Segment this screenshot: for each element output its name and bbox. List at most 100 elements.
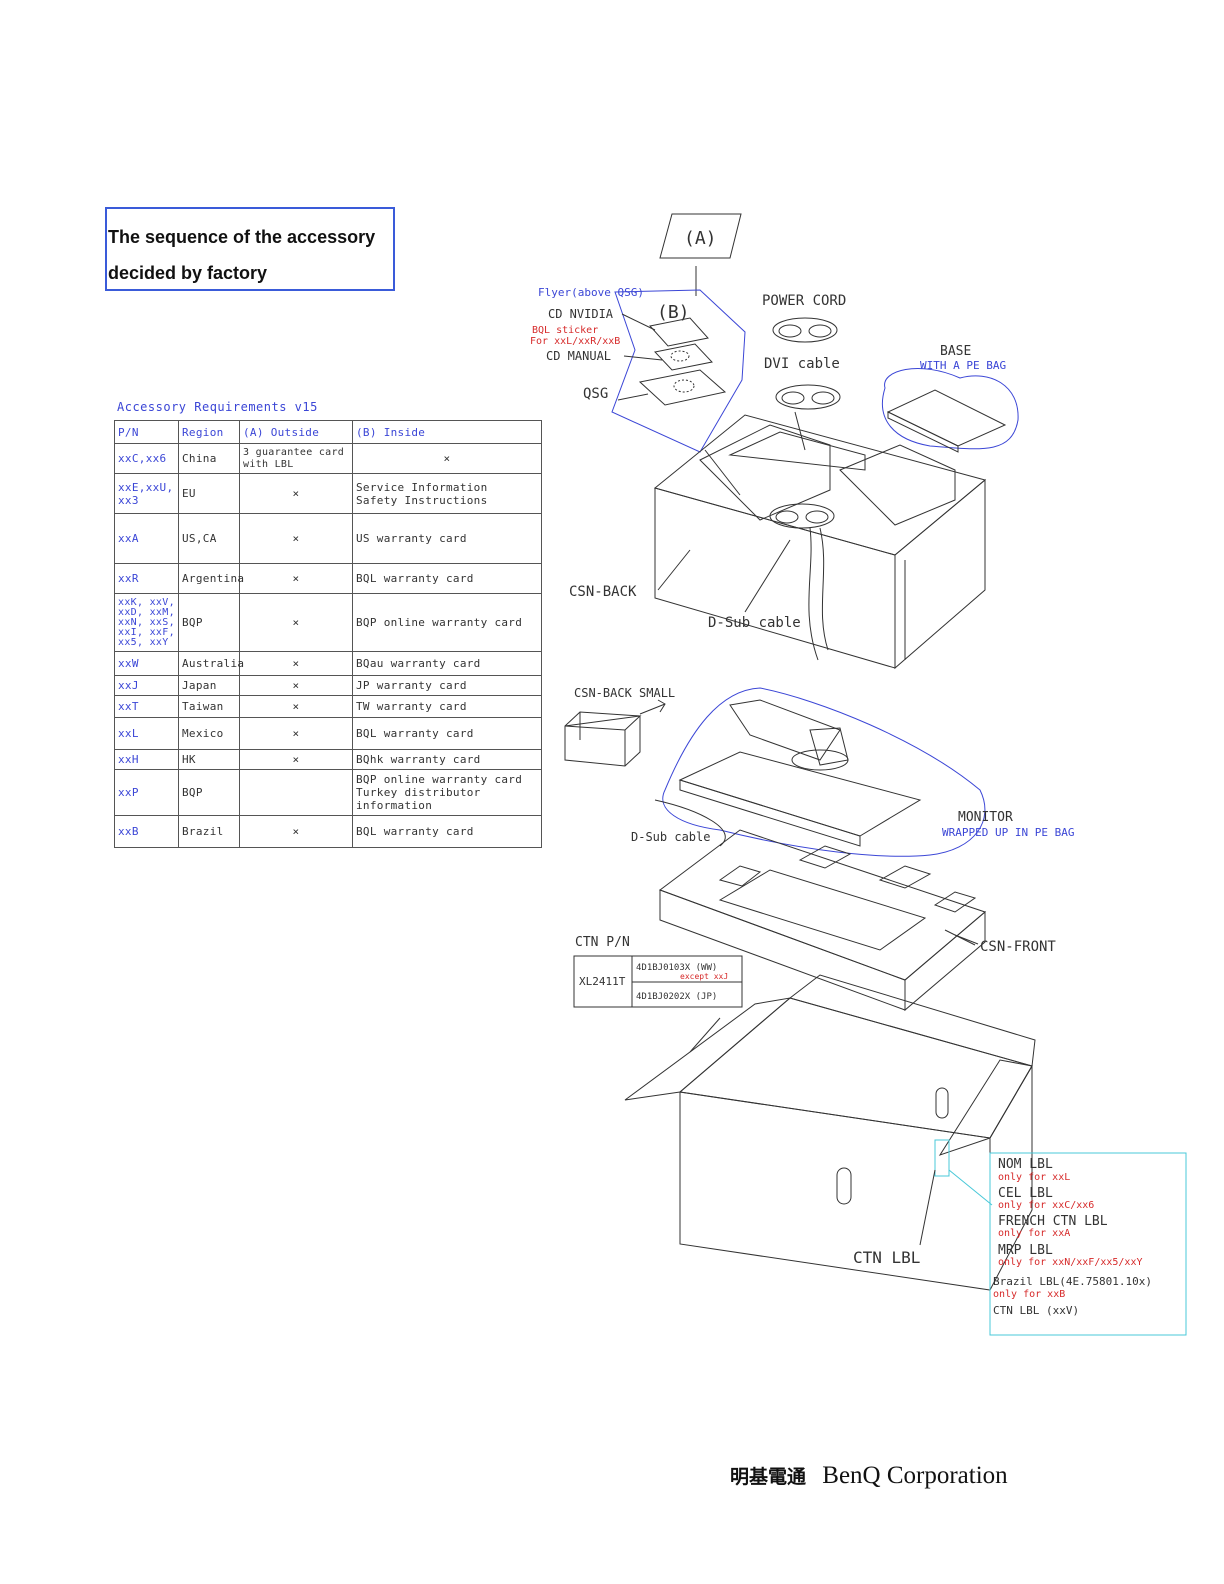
note-line-1: The sequence of the accessory bbox=[108, 227, 376, 247]
label-dsub-cable-2: D-Sub cable bbox=[631, 830, 710, 844]
cell-region: Argentina bbox=[178, 563, 244, 594]
label-qsg: QSG bbox=[583, 386, 608, 402]
label-bql-sticker-for: For xxL/xxR/xxB bbox=[530, 336, 620, 347]
base-pe-bag bbox=[881, 368, 1019, 450]
factory-note: The sequence of the accessory decided by… bbox=[105, 207, 395, 291]
carton-flap-left bbox=[624, 997, 792, 1101]
monitor-pe-bag bbox=[662, 687, 986, 857]
cell-pn: xxA bbox=[114, 513, 179, 564]
cell-inside: BQL warranty card bbox=[352, 815, 542, 848]
label-list-box bbox=[989, 1152, 1187, 1336]
cell-inside: BQP online warranty card bbox=[352, 593, 542, 652]
label-pn-except: except xxJ bbox=[680, 972, 728, 981]
monitor-stand-head bbox=[809, 727, 849, 766]
requirements-table: P/N Region (A) Outside (B) Inside xxC,xx… bbox=[114, 420, 542, 848]
col-header-inside: (B) Inside bbox=[352, 420, 542, 444]
note-line-2: decided by factory bbox=[108, 263, 268, 283]
col-header-pn: P/N bbox=[114, 420, 179, 444]
label-mrp-note: only for xxN/xxF/xx5/xxY bbox=[998, 1257, 1143, 1268]
label-mrp-lbl: MRP LBL bbox=[998, 1243, 1053, 1258]
monitor-stand bbox=[729, 699, 841, 761]
cell-inside: BQL warranty card bbox=[352, 563, 542, 594]
label-pn-ww: 4D1BJ0103X (WW) bbox=[636, 963, 717, 973]
cd-manual-item bbox=[654, 343, 713, 371]
table-row: xxK, xxV, xxD, xxM, xxN, xxS, xxI, xxF, … bbox=[114, 593, 542, 652]
cell-inside: BQhk warranty card bbox=[352, 749, 542, 770]
qsg-item bbox=[638, 369, 727, 406]
label-french-lbl: FRENCH CTN LBL bbox=[998, 1214, 1108, 1229]
cd-disc-2 bbox=[673, 379, 695, 393]
cell-region: BQP bbox=[178, 769, 240, 816]
label-cel-note: only for xxC/xx6 bbox=[998, 1200, 1094, 1211]
label-flyer: Flyer(above QSG) bbox=[538, 286, 644, 299]
cell-outside: × bbox=[239, 717, 353, 750]
carton-front bbox=[679, 1091, 991, 1291]
cell-inside: JP warranty card bbox=[352, 675, 542, 696]
label-nom-note: only for xxL bbox=[998, 1172, 1070, 1183]
cell-pn: xxL bbox=[114, 717, 179, 750]
label-cd-nvidia: CD NVIDIA bbox=[548, 307, 614, 321]
csn-front-cavity bbox=[718, 869, 927, 951]
label-power-cord: POWER CORD bbox=[762, 293, 846, 309]
label-monitor-note: WRAPPED UP IN PE BAG bbox=[942, 826, 1074, 839]
bundle-b-outline bbox=[611, 289, 746, 453]
requirements-title: Accessory Requirements v15 bbox=[117, 400, 318, 414]
cell-inside: Service Information Safety Instructions bbox=[352, 473, 542, 514]
col-header-region: Region bbox=[178, 420, 240, 444]
cell-outside: × bbox=[239, 815, 353, 848]
cell-inside: BQP online warranty card Turkey distribu… bbox=[352, 769, 542, 816]
dvi-cable-coil bbox=[775, 384, 841, 410]
cell-inside: TW warranty card bbox=[352, 695, 542, 718]
cell-outside: × bbox=[239, 473, 353, 514]
csn-back-side bbox=[894, 478, 986, 670]
label-cd-manual: CD MANUAL bbox=[546, 349, 611, 363]
cell-outside bbox=[239, 769, 353, 816]
carton-handle-front bbox=[836, 1167, 852, 1205]
label-csn-front: CSN-FRONT bbox=[980, 939, 1056, 955]
cell-pn: xxK, xxV, xxD, xxM, xxN, xxS, xxI, xxF, … bbox=[114, 593, 179, 652]
label-cel-lbl: CEL LBL bbox=[998, 1186, 1053, 1201]
power-cord-coil bbox=[772, 317, 838, 343]
cell-pn: xxP bbox=[114, 769, 179, 816]
footer: 明基電通 BenQ Corporation bbox=[730, 1462, 1008, 1490]
dsub-cable-coil bbox=[769, 503, 835, 529]
cell-region: US,CA bbox=[178, 513, 240, 564]
label-ctn-lbl: CTN LBL bbox=[853, 1248, 920, 1267]
base-plate bbox=[886, 389, 1007, 447]
carton-flap-right bbox=[938, 1059, 1033, 1156]
label-base: BASE bbox=[940, 344, 971, 359]
label-csn-back: CSN-BACK bbox=[569, 584, 637, 600]
cell-pn: xxC,xx6 bbox=[114, 443, 179, 474]
label-csn-back-small: CSN-BACK SMALL bbox=[574, 686, 675, 700]
carton-flap-back bbox=[788, 974, 1036, 1067]
label-brazil-note: only for xxB bbox=[993, 1289, 1065, 1300]
cell-inside: US warranty card bbox=[352, 513, 542, 564]
cd-nvidia-item bbox=[649, 317, 709, 347]
cell-inside: BQL warranty card bbox=[352, 717, 542, 750]
cell-pn: xxE,xxU, xx3 bbox=[114, 473, 179, 514]
cell-region: BQP bbox=[178, 593, 240, 652]
carton-label-area bbox=[934, 1139, 950, 1177]
cell-region: Brazil bbox=[178, 815, 240, 848]
label-a: (A) bbox=[684, 228, 717, 249]
sheet-a bbox=[659, 213, 742, 259]
label-model: XL2411T bbox=[579, 975, 626, 988]
label-monitor: MONITOR bbox=[958, 810, 1013, 825]
cell-region: Australia bbox=[178, 651, 244, 676]
carton-handle-side bbox=[935, 1087, 949, 1119]
label-nom-lbl: NOM LBL bbox=[998, 1157, 1053, 1172]
cell-outside: 3 guarantee card with LBL bbox=[239, 443, 353, 474]
label-ctn-pn: CTN P/N bbox=[575, 935, 630, 950]
cell-pn: xxH bbox=[114, 749, 179, 770]
label-b: (B) bbox=[657, 302, 690, 323]
label-pn-jp: 4D1BJ0202X (JP) bbox=[636, 992, 717, 1002]
cd-disc bbox=[670, 350, 690, 362]
